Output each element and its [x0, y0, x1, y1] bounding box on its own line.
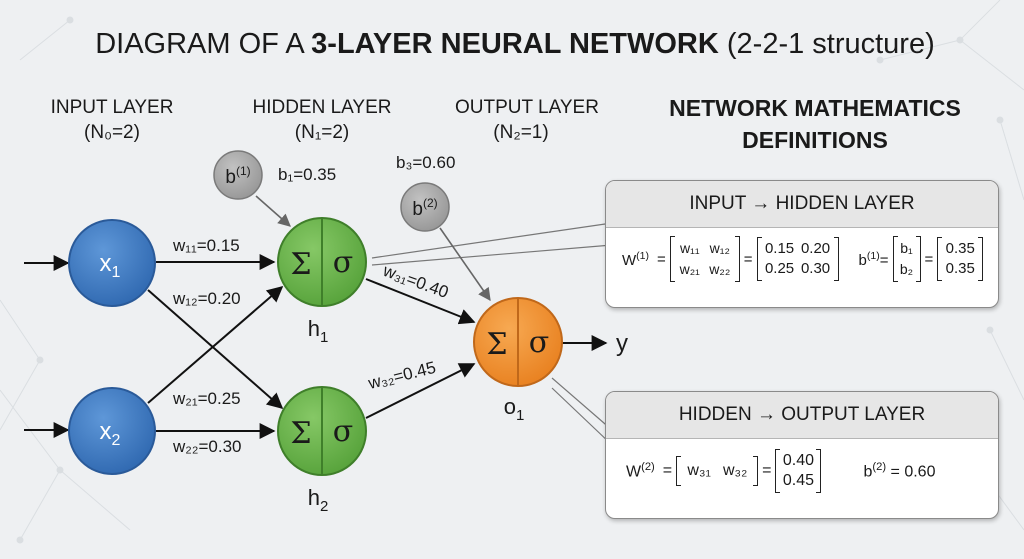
- output-layer-title: OUTPUT LAYER: [455, 97, 599, 118]
- svg-text:x2: x2: [100, 418, 121, 449]
- node-h2: Σ σ: [277, 386, 367, 476]
- math-heading-line2: DEFINITIONS: [742, 127, 888, 153]
- bias-edge-b2-o1: [439, 227, 491, 302]
- output-layer-count: (N₂=1): [493, 122, 548, 143]
- bias-node-b2: b(2): [400, 182, 450, 232]
- svg-text:Σ: Σ: [486, 327, 507, 362]
- hidden-layer-title: HIDDEN LAYER: [252, 97, 391, 118]
- weight-w31: w₃₁=0.40: [380, 261, 451, 302]
- output-y-label: y: [616, 330, 628, 357]
- node-h2-label: h2: [308, 485, 329, 515]
- connections: [147, 254, 608, 439]
- weight-w22: w₂₂=0.30: [172, 437, 242, 456]
- svg-text:σ: σ: [529, 325, 549, 360]
- edge-h1-o1: [365, 278, 476, 325]
- weight-w11: w₁₁=0.15: [172, 236, 240, 255]
- diagram-title: DIAGRAM OF A 3-LAYER NEURAL NETWORK (2-2…: [95, 28, 935, 60]
- callout-o1-box2: [551, 377, 613, 431]
- svg-text:b(2): b(2): [412, 196, 437, 220]
- hidden-output-box-title: HIDDEN → OUTPUT LAYER: [606, 392, 998, 439]
- node-o1-label: o1: [504, 394, 525, 424]
- svg-text:b(1): b(1): [225, 164, 250, 188]
- node-h1-label: h1: [308, 316, 329, 346]
- node-x1: x1: [68, 219, 156, 307]
- b1-label: b(1)=: [858, 249, 889, 269]
- callout-o1-box2-b: [551, 387, 613, 446]
- weight-w21: w₂₁=0.25: [172, 389, 241, 408]
- bias-edge-b1-h1: [255, 195, 291, 227]
- svg-text:σ: σ: [333, 414, 353, 449]
- input-hidden-box-title: INPUT → HIDDEN LAYER: [606, 181, 998, 228]
- node-x2: x2: [68, 387, 156, 475]
- hidden-layer-count: (N₁=2): [295, 122, 349, 143]
- bias-b1-value: b₁=0.35: [278, 165, 336, 184]
- math-heading-line1: NETWORK MATHEMATICS: [669, 95, 961, 121]
- b2-equation: b(2) = 0.60: [863, 460, 936, 481]
- weight-w12: w₁₂=0.20: [172, 289, 241, 308]
- bias-node-b1: b(1): [213, 150, 263, 200]
- bias-b3-value: b₃=0.60: [396, 153, 455, 172]
- node-o1: Σ σ: [473, 297, 563, 387]
- svg-text:σ: σ: [333, 245, 353, 280]
- edge-x1-h2: [147, 289, 284, 410]
- callout-h1-box1-b: [371, 244, 613, 266]
- svg-text:x1: x1: [100, 250, 121, 281]
- input-layer-title: INPUT LAYER: [51, 97, 174, 118]
- edge-h2-o1: [365, 363, 476, 419]
- edge-x2-h1: [147, 285, 284, 404]
- callout-h1-box1: [371, 222, 613, 259]
- svg-text:Σ: Σ: [290, 416, 311, 451]
- node-h1: Σ σ: [277, 217, 367, 307]
- svg-text:Σ: Σ: [290, 247, 311, 282]
- w1-label: W(1): [622, 249, 650, 269]
- w2-label: W(2): [626, 460, 655, 481]
- input-layer-count: (N₀=2): [84, 122, 140, 143]
